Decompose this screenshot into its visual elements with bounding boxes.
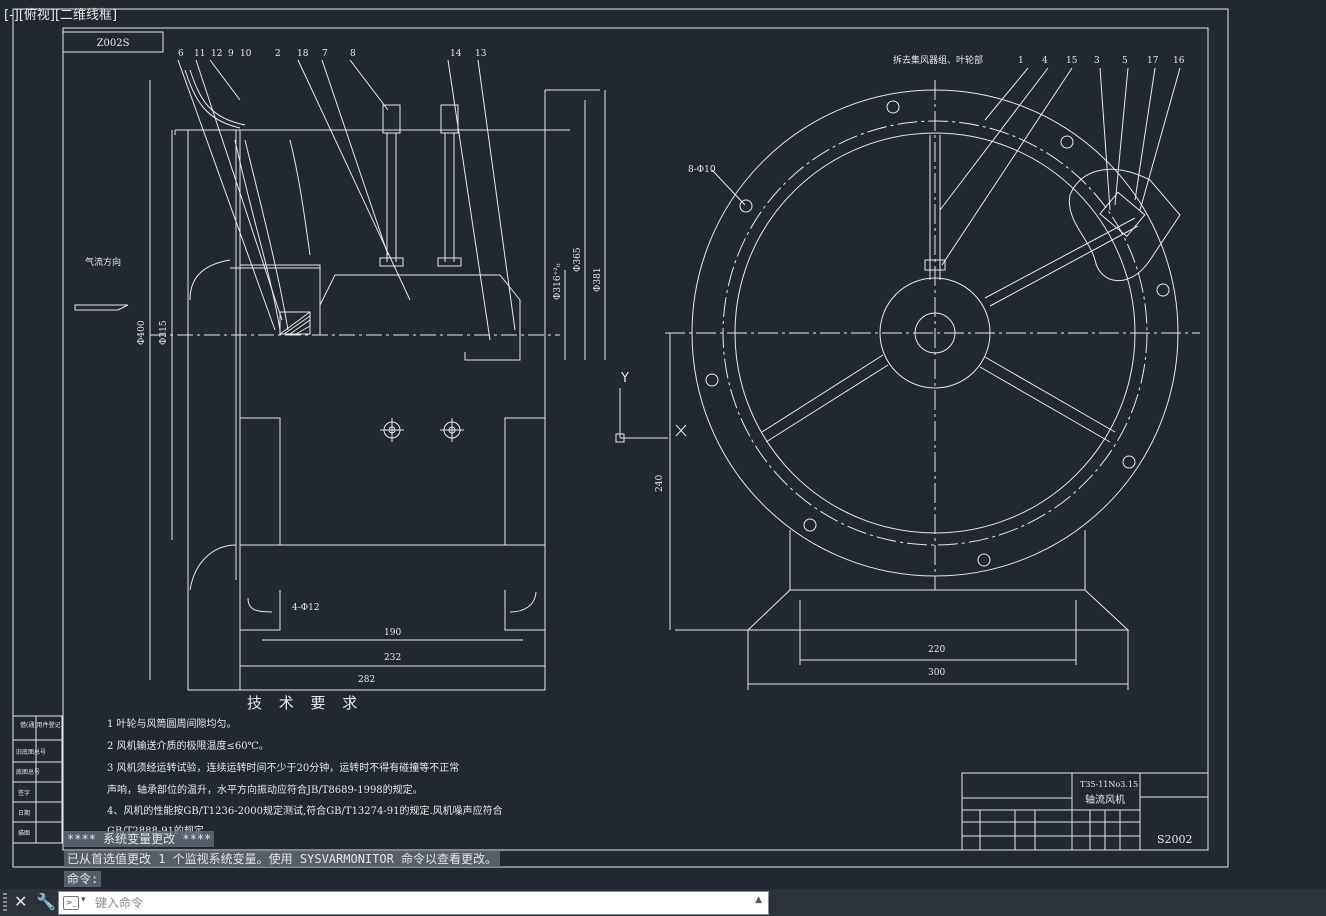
tech-req-item: 3 风机须经运转试验，连续运转时间不少于20分钟，运转时不得有碰撞等不正常 — [107, 761, 459, 774]
dim-d400: Φ400 — [137, 320, 147, 345]
part-number: 14 — [450, 49, 462, 59]
drawing-code-text: Z002S — [97, 38, 130, 49]
dim-190: 190 — [384, 628, 401, 638]
dim-d316: Φ316⁺²₀ — [553, 263, 563, 300]
part-number: 5 — [1122, 56, 1128, 66]
viewport-controls[interactable]: [-][俯视][二维线框] — [4, 8, 118, 23]
command-prompt-icon[interactable]: >_ — [63, 896, 79, 910]
left-table-cell: 日期 — [18, 809, 30, 817]
part-number: 6 — [178, 49, 184, 59]
part-number: 4 — [1042, 56, 1048, 66]
tech-req-item: 1 叶轮与风筒圆周间隙均匀。 — [107, 717, 237, 730]
dim-d315: Φ315 — [159, 320, 169, 345]
command-history-line: 已从首选值更改 1 个监视系统变量。使用 SYSVARMONITOR 命令以查看… — [64, 851, 501, 867]
title-drawing-no: S2002 — [1157, 833, 1193, 846]
dim-220: 220 — [928, 645, 945, 655]
tech-req-item: 2 风机输送介质的极限温度≤60℃。 — [107, 739, 269, 752]
grip-handle[interactable] — [3, 893, 7, 911]
left-revision-table: 借(通)用件登记 旧底图总号 底图总号 签字 日期 描图 — [12, 715, 63, 844]
side-view — [74, 59, 606, 691]
left-table-cell: 描图 — [18, 829, 30, 837]
dim-d381: Φ381 — [593, 267, 603, 292]
part-number: 2 — [275, 49, 281, 59]
front-view — [615, 67, 1200, 690]
title-name: 轴流风机 — [1085, 793, 1125, 806]
left-table-cell: 借(通)用件登记 — [20, 721, 61, 729]
dim-300: 300 — [928, 668, 945, 678]
command-line-bar: ✕ 🔧 >_ ▾ ▲ — [0, 889, 1326, 916]
part-number: 8 — [350, 49, 356, 59]
part-number: 10 — [240, 49, 252, 59]
command-history-line: 命令: — [64, 871, 102, 887]
drawing-code-box: Z002S — [62, 31, 164, 53]
left-table-cell: 旧底图总号 — [16, 748, 46, 756]
part-number: 13 — [475, 49, 487, 59]
command-input-container: >_ ▾ ▲ — [58, 891, 769, 915]
part-number: 17 — [1147, 56, 1159, 66]
sheet-inner-border — [62, 27, 1209, 851]
part-number: 3 — [1094, 56, 1100, 66]
title-block: T35-11No3.15 轴流风机 S2002 — [961, 772, 1209, 851]
dim-d365: Φ365 — [573, 247, 583, 272]
dim-holes-right: 8-Φ10 — [688, 165, 716, 175]
left-table-cell: 底图总号 — [16, 768, 40, 776]
command-history-line: **** 系统变量更改 **** — [64, 831, 215, 847]
left-table-cell: 签字 — [18, 789, 30, 797]
view-note-label: 拆去集风器组、叶轮部 — [893, 54, 983, 66]
dim-holes: 4-Φ12 — [292, 603, 320, 613]
chevron-down-icon[interactable]: ▾ — [81, 895, 86, 905]
airflow-label: 气流方向 — [85, 256, 121, 268]
close-icon[interactable]: ✕ — [14, 892, 28, 911]
part-number: 15 — [1066, 56, 1078, 66]
ucs-y-label: Y — [620, 371, 629, 386]
part-number: 12 — [211, 49, 222, 59]
dim-240: 240 — [655, 475, 665, 492]
chevron-up-icon[interactable]: ▲ — [755, 895, 762, 905]
dim-282: 282 — [358, 675, 375, 685]
wrench-icon[interactable]: 🔧 — [36, 892, 56, 911]
part-number: 7 — [322, 49, 328, 59]
part-number: 9 — [228, 49, 234, 59]
command-input[interactable] — [93, 893, 737, 913]
part-number: 18 — [297, 49, 309, 59]
dim-232: 232 — [384, 653, 401, 663]
sheet-outer-border — [12, 8, 1229, 868]
tech-req-title: 技 术 要 求 — [247, 694, 363, 712]
title-model: T35-11No3.15 — [1080, 780, 1138, 789]
part-number: 11 — [194, 49, 205, 59]
part-number: 1 — [1018, 56, 1024, 66]
tech-req-item: 4、风机的性能按GB/T1236-2000规定测试,符合GB/T13274-91… — [107, 804, 503, 817]
tech-req-item: 声响，轴承部位的温升，水平方向振动应符合JB/T8689-1998的规定。 — [107, 783, 423, 796]
part-number: 16 — [1173, 56, 1185, 66]
